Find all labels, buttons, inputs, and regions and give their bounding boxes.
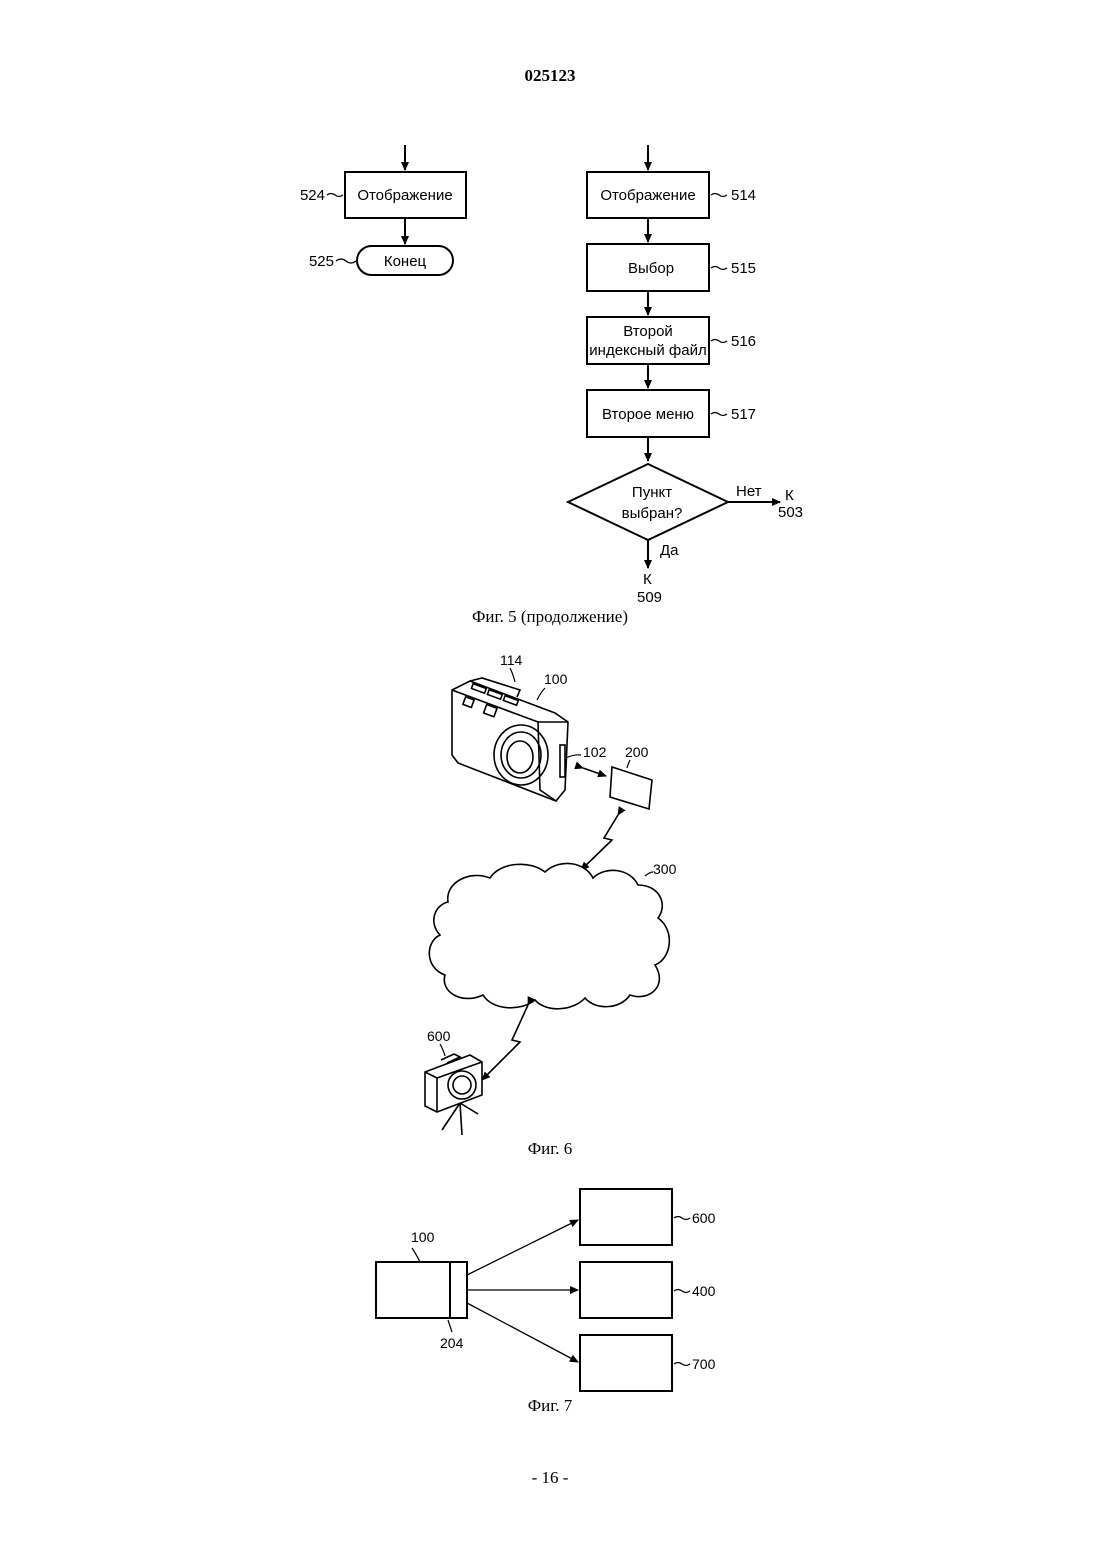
ref-515: 515 (731, 260, 756, 277)
block-514-label: Отображение (600, 187, 695, 204)
device-600-box (580, 1189, 672, 1245)
ref-516: 516 (731, 333, 756, 350)
leader-204 (448, 1320, 452, 1332)
figure-7-diagram (376, 1189, 690, 1391)
ref-600-fig7: 600 (692, 1210, 716, 1226)
leader-200 (627, 760, 630, 768)
arrow-to-600 (467, 1220, 578, 1275)
figure-6-drawing (425, 668, 669, 1135)
figure-6-caption: Фиг. 6 (450, 1139, 650, 1159)
ref-525: 525 (309, 253, 334, 270)
ref-114: 114 (500, 652, 523, 668)
device-700-box (580, 1335, 672, 1391)
memory-card-200-icon (610, 767, 652, 809)
branch-no-target: 503 (778, 504, 803, 521)
block-515-label: Выбор (628, 260, 674, 277)
figure-5-caption: Фиг. 5 (продолжение) (400, 607, 700, 627)
ref-514: 514 (731, 187, 756, 204)
link-camera-card (583, 768, 606, 776)
leader-100-fig6 (537, 688, 545, 700)
branch-no-label: Нет (736, 483, 762, 500)
network-cloud-300-icon (429, 863, 669, 1008)
terminator-525-label: Конец (384, 253, 427, 270)
figure-7-caption: Фиг. 7 (450, 1396, 650, 1416)
branch-yes-k: К (643, 571, 652, 588)
leader-525 (336, 259, 356, 263)
leader-517 (711, 413, 727, 416)
page-number: - 16 - (450, 1468, 650, 1488)
block-517-label: Второе меню (602, 406, 694, 423)
device-400-box (580, 1262, 672, 1318)
camera-100-icon (452, 678, 568, 801)
ref-100-fig7: 100 (411, 1229, 435, 1245)
decision-line2: выбран? (622, 505, 683, 522)
leader-400 (674, 1290, 690, 1293)
decision-diamond (568, 464, 728, 540)
branch-yes-label: Да (660, 542, 679, 559)
leader-300 (645, 872, 653, 876)
ref-400: 400 (692, 1283, 716, 1299)
leader-514 (711, 194, 727, 197)
leader-600-fig7 (674, 1217, 690, 1220)
leader-524 (327, 194, 343, 197)
leader-600-fig6 (440, 1044, 445, 1056)
leader-700 (674, 1363, 690, 1366)
ref-524: 524 (300, 187, 325, 204)
leader-515 (711, 267, 727, 270)
arrow-to-700 (467, 1303, 578, 1362)
ref-700: 700 (692, 1356, 716, 1372)
ref-300: 300 (653, 861, 677, 877)
branch-yes-target: 509 (637, 589, 662, 606)
figure-5-flowchart (327, 145, 780, 568)
decision-line1: Пункт (632, 484, 672, 501)
block-516-label-line1: Второй (623, 323, 673, 340)
leader-114 (510, 668, 515, 682)
camera-600-icon (425, 1054, 482, 1135)
ref-100-fig6: 100 (544, 671, 568, 687)
leader-516 (711, 340, 727, 343)
device-100-box (376, 1262, 467, 1318)
block-516-label-line2: индексный файл (589, 342, 706, 359)
ref-600-fig6: 600 (427, 1028, 451, 1044)
leader-100-fig7 (412, 1248, 420, 1262)
link-cloud-camera600 (482, 1005, 528, 1080)
branch-no-k: К (785, 487, 794, 504)
link-card-cloud (581, 815, 618, 870)
ref-102: 102 (583, 744, 607, 760)
ref-200: 200 (625, 744, 649, 760)
block-524-label: Отображение (357, 187, 452, 204)
ref-204: 204 (440, 1335, 464, 1351)
ref-517: 517 (731, 406, 756, 423)
leader-102 (566, 755, 581, 758)
